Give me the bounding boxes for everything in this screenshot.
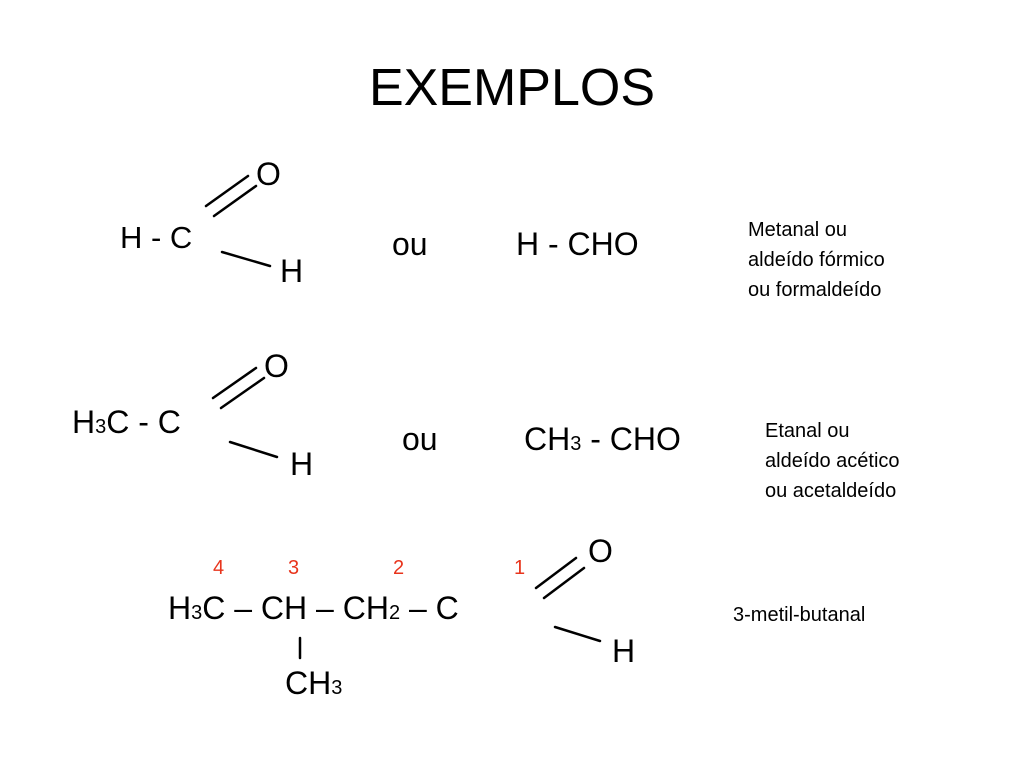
- ex3-double-bond-lower: [542, 566, 586, 600]
- ex1-structural-main: H - C: [120, 220, 193, 255]
- ex2-condensed-ch: CH: [524, 421, 571, 457]
- ex3-branch-subscript: 3: [331, 677, 343, 699]
- ex2-name-line: ou acetaldeído: [765, 480, 897, 502]
- ex3-ch2-subscript: 2: [388, 602, 401, 624]
- ex2-double-bond-lower: [219, 376, 266, 410]
- ex2-connector: ou: [402, 421, 438, 457]
- ex2-condensed-formula: CH3 - CHO: [524, 423, 681, 455]
- ex1-name-line: aldeído fórmico: [748, 249, 885, 271]
- ex1-oxygen: O: [256, 156, 281, 192]
- ex3-double-bond-upper: [534, 556, 578, 590]
- ex2-single-bond: [228, 440, 279, 459]
- locant-2: 2: [393, 557, 405, 579]
- ex3-main-chain: H3C – CH – CH2 – C: [168, 592, 459, 624]
- ex1-name-line: Metanal ou: [748, 219, 847, 241]
- ex2-hydrogen: H: [290, 446, 314, 482]
- ex3-oxygen: O: [588, 533, 613, 569]
- ex1-connector: ou: [392, 226, 428, 262]
- ex3-h-subscript: 3: [191, 602, 203, 624]
- ex1-hydrogen: H: [280, 253, 304, 289]
- ex1-name-block: Metanal ou aldeído fórmico ou formaldeíd…: [748, 215, 885, 305]
- ex2-condensed-cho: - CHO: [581, 421, 681, 457]
- ex1-condensed-formula: H - CHO: [516, 226, 639, 262]
- ex2-h: H: [72, 404, 96, 440]
- ex3-single-bond: [553, 625, 602, 643]
- ex3-branch-methyl: CH3: [285, 667, 342, 699]
- ex3-h: H: [168, 590, 192, 626]
- ex1-single-bond: [220, 250, 272, 268]
- ex1-double-bond-lower: [212, 184, 258, 218]
- locant-4: 4: [213, 557, 225, 579]
- ex3-chain-end: – C: [400, 590, 459, 626]
- ex2-h-subscript: 3: [95, 416, 107, 438]
- ex2-double-bond-upper: [211, 366, 258, 400]
- ex1-name-line: ou formaldeído: [748, 279, 882, 301]
- ex2-c-c: C - C: [106, 404, 181, 440]
- locant-3: 3: [288, 557, 300, 579]
- ex2-name-line: aldeído acético: [765, 450, 900, 472]
- ex2-name-line: Etanal ou: [765, 420, 850, 442]
- ex3-branch-ch: CH: [285, 665, 332, 701]
- ex3-hydrogen: H: [612, 633, 636, 669]
- slide-title: EXEMPLOS: [368, 59, 656, 117]
- locant-1: 1: [514, 557, 526, 579]
- ex3-chain-middle: C – CH – CH: [202, 590, 389, 626]
- ex3-name: 3-metil-butanal: [733, 604, 866, 626]
- ex1-double-bond-upper: [204, 174, 250, 208]
- ex2-name-block: Etanal ou aldeído acético ou acetaldeído: [765, 416, 900, 506]
- ex2-structural-main: H3C - C: [72, 406, 181, 438]
- ex2-oxygen: O: [264, 348, 289, 384]
- ex2-condensed-subscript: 3: [570, 433, 582, 455]
